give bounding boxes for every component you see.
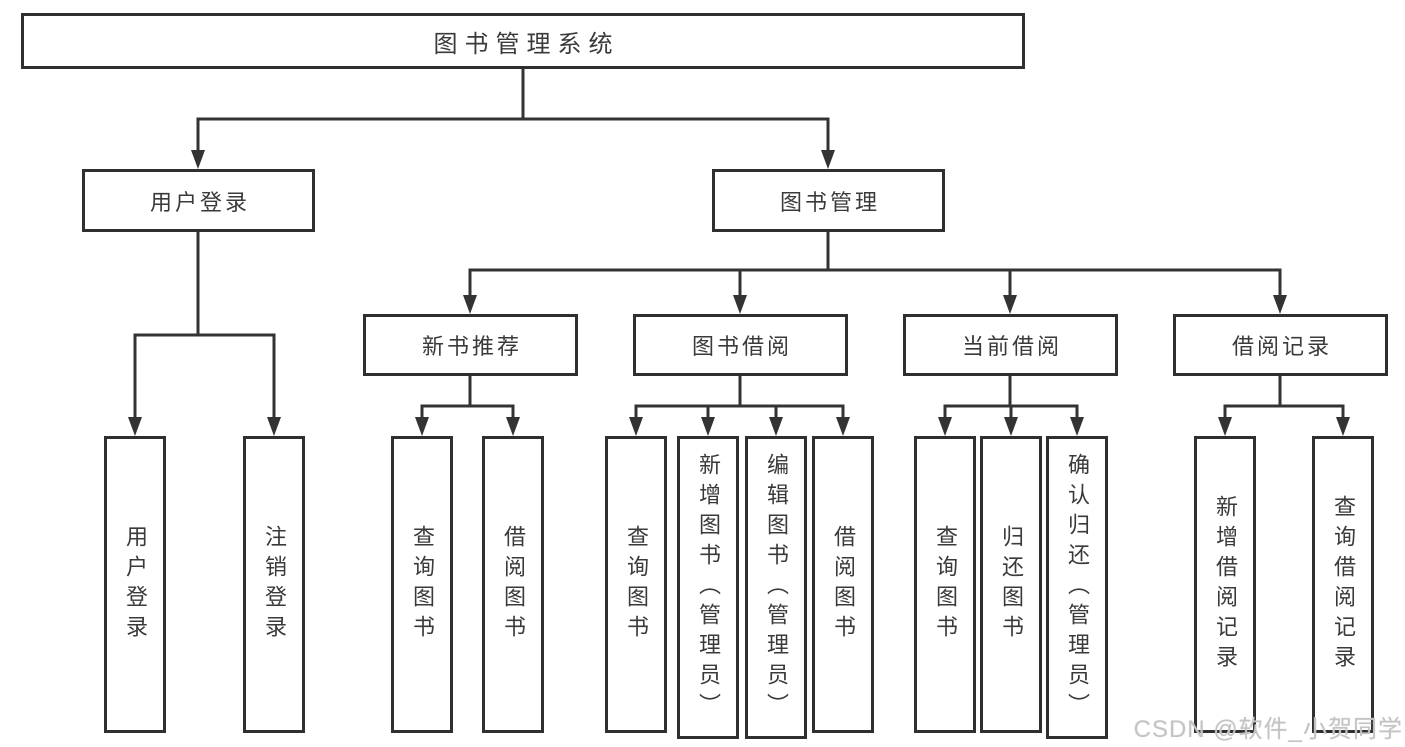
- leaf-label: 新增图书（管理员）: [696, 452, 721, 723]
- node-leaf-query-books-recommend: 查询图书: [391, 436, 453, 733]
- node-root: 图书管理系统: [21, 13, 1025, 69]
- leaf-label: 查询图书: [624, 524, 649, 645]
- leaf-label: 注销登录: [262, 524, 287, 645]
- leaf-label: 确认归还（管理员）: [1065, 452, 1090, 723]
- node-leaf-logout: 注销登录: [243, 436, 305, 733]
- connector-book-borrowing-branch: [629, 376, 850, 436]
- node-leaf-confirm-return-admin: 确认归还（管理员）: [1046, 436, 1108, 739]
- node-leaf-add-books-admin: 新增图书（管理员）: [677, 436, 739, 739]
- node-current-borrowing: 当前借阅: [903, 314, 1118, 376]
- node-user-login: 用户登录: [82, 169, 315, 232]
- node-borrowing-records: 借阅记录: [1173, 314, 1388, 376]
- connector-new-book-branch: [415, 376, 520, 436]
- leaf-label: 借阅图书: [831, 524, 856, 645]
- node-leaf-edit-books-admin: 编辑图书（管理员）: [745, 436, 807, 739]
- node-leaf-query-books-borrowing: 查询图书: [605, 436, 667, 733]
- csdn-watermark: CSDN @软件_小贺同学: [1133, 716, 1403, 743]
- node-book-management: 图书管理: [712, 169, 945, 232]
- node-leaf-borrow-books: 借阅图书: [812, 436, 874, 733]
- node-book-borrowing: 图书借阅: [633, 314, 848, 376]
- leaf-label: 归还图书: [999, 524, 1024, 645]
- node-leaf-query-borrow-record: 查询借阅记录: [1312, 436, 1374, 733]
- connector-user-login-branch: [128, 232, 281, 436]
- leaf-label: 编辑图书（管理员）: [764, 452, 789, 723]
- connector-current-borrowing-branch: [938, 376, 1084, 436]
- leaf-label: 查询图书: [410, 524, 435, 645]
- node-new-book-recommend: 新书推荐: [363, 314, 578, 376]
- leaf-label: 新增借阅记录: [1213, 494, 1238, 675]
- node-leaf-query-books-current: 查询图书: [914, 436, 976, 733]
- node-leaf-add-borrow-record: 新增借阅记录: [1194, 436, 1256, 733]
- leaf-label: 借阅图书: [501, 524, 526, 645]
- leaf-label: 查询借阅记录: [1331, 494, 1356, 675]
- node-leaf-return-books: 归还图书: [980, 436, 1042, 733]
- node-leaf-borrow-books-recommend: 借阅图书: [482, 436, 544, 733]
- node-leaf-user-login: 用户登录: [104, 436, 166, 733]
- leaf-label: 查询图书: [933, 524, 958, 645]
- connector-root-to-level2: [191, 69, 835, 169]
- connector-borrowing-records-branch: [1218, 376, 1350, 436]
- connector-book-management-branch: [463, 232, 1287, 314]
- leaf-label: 用户登录: [123, 524, 148, 645]
